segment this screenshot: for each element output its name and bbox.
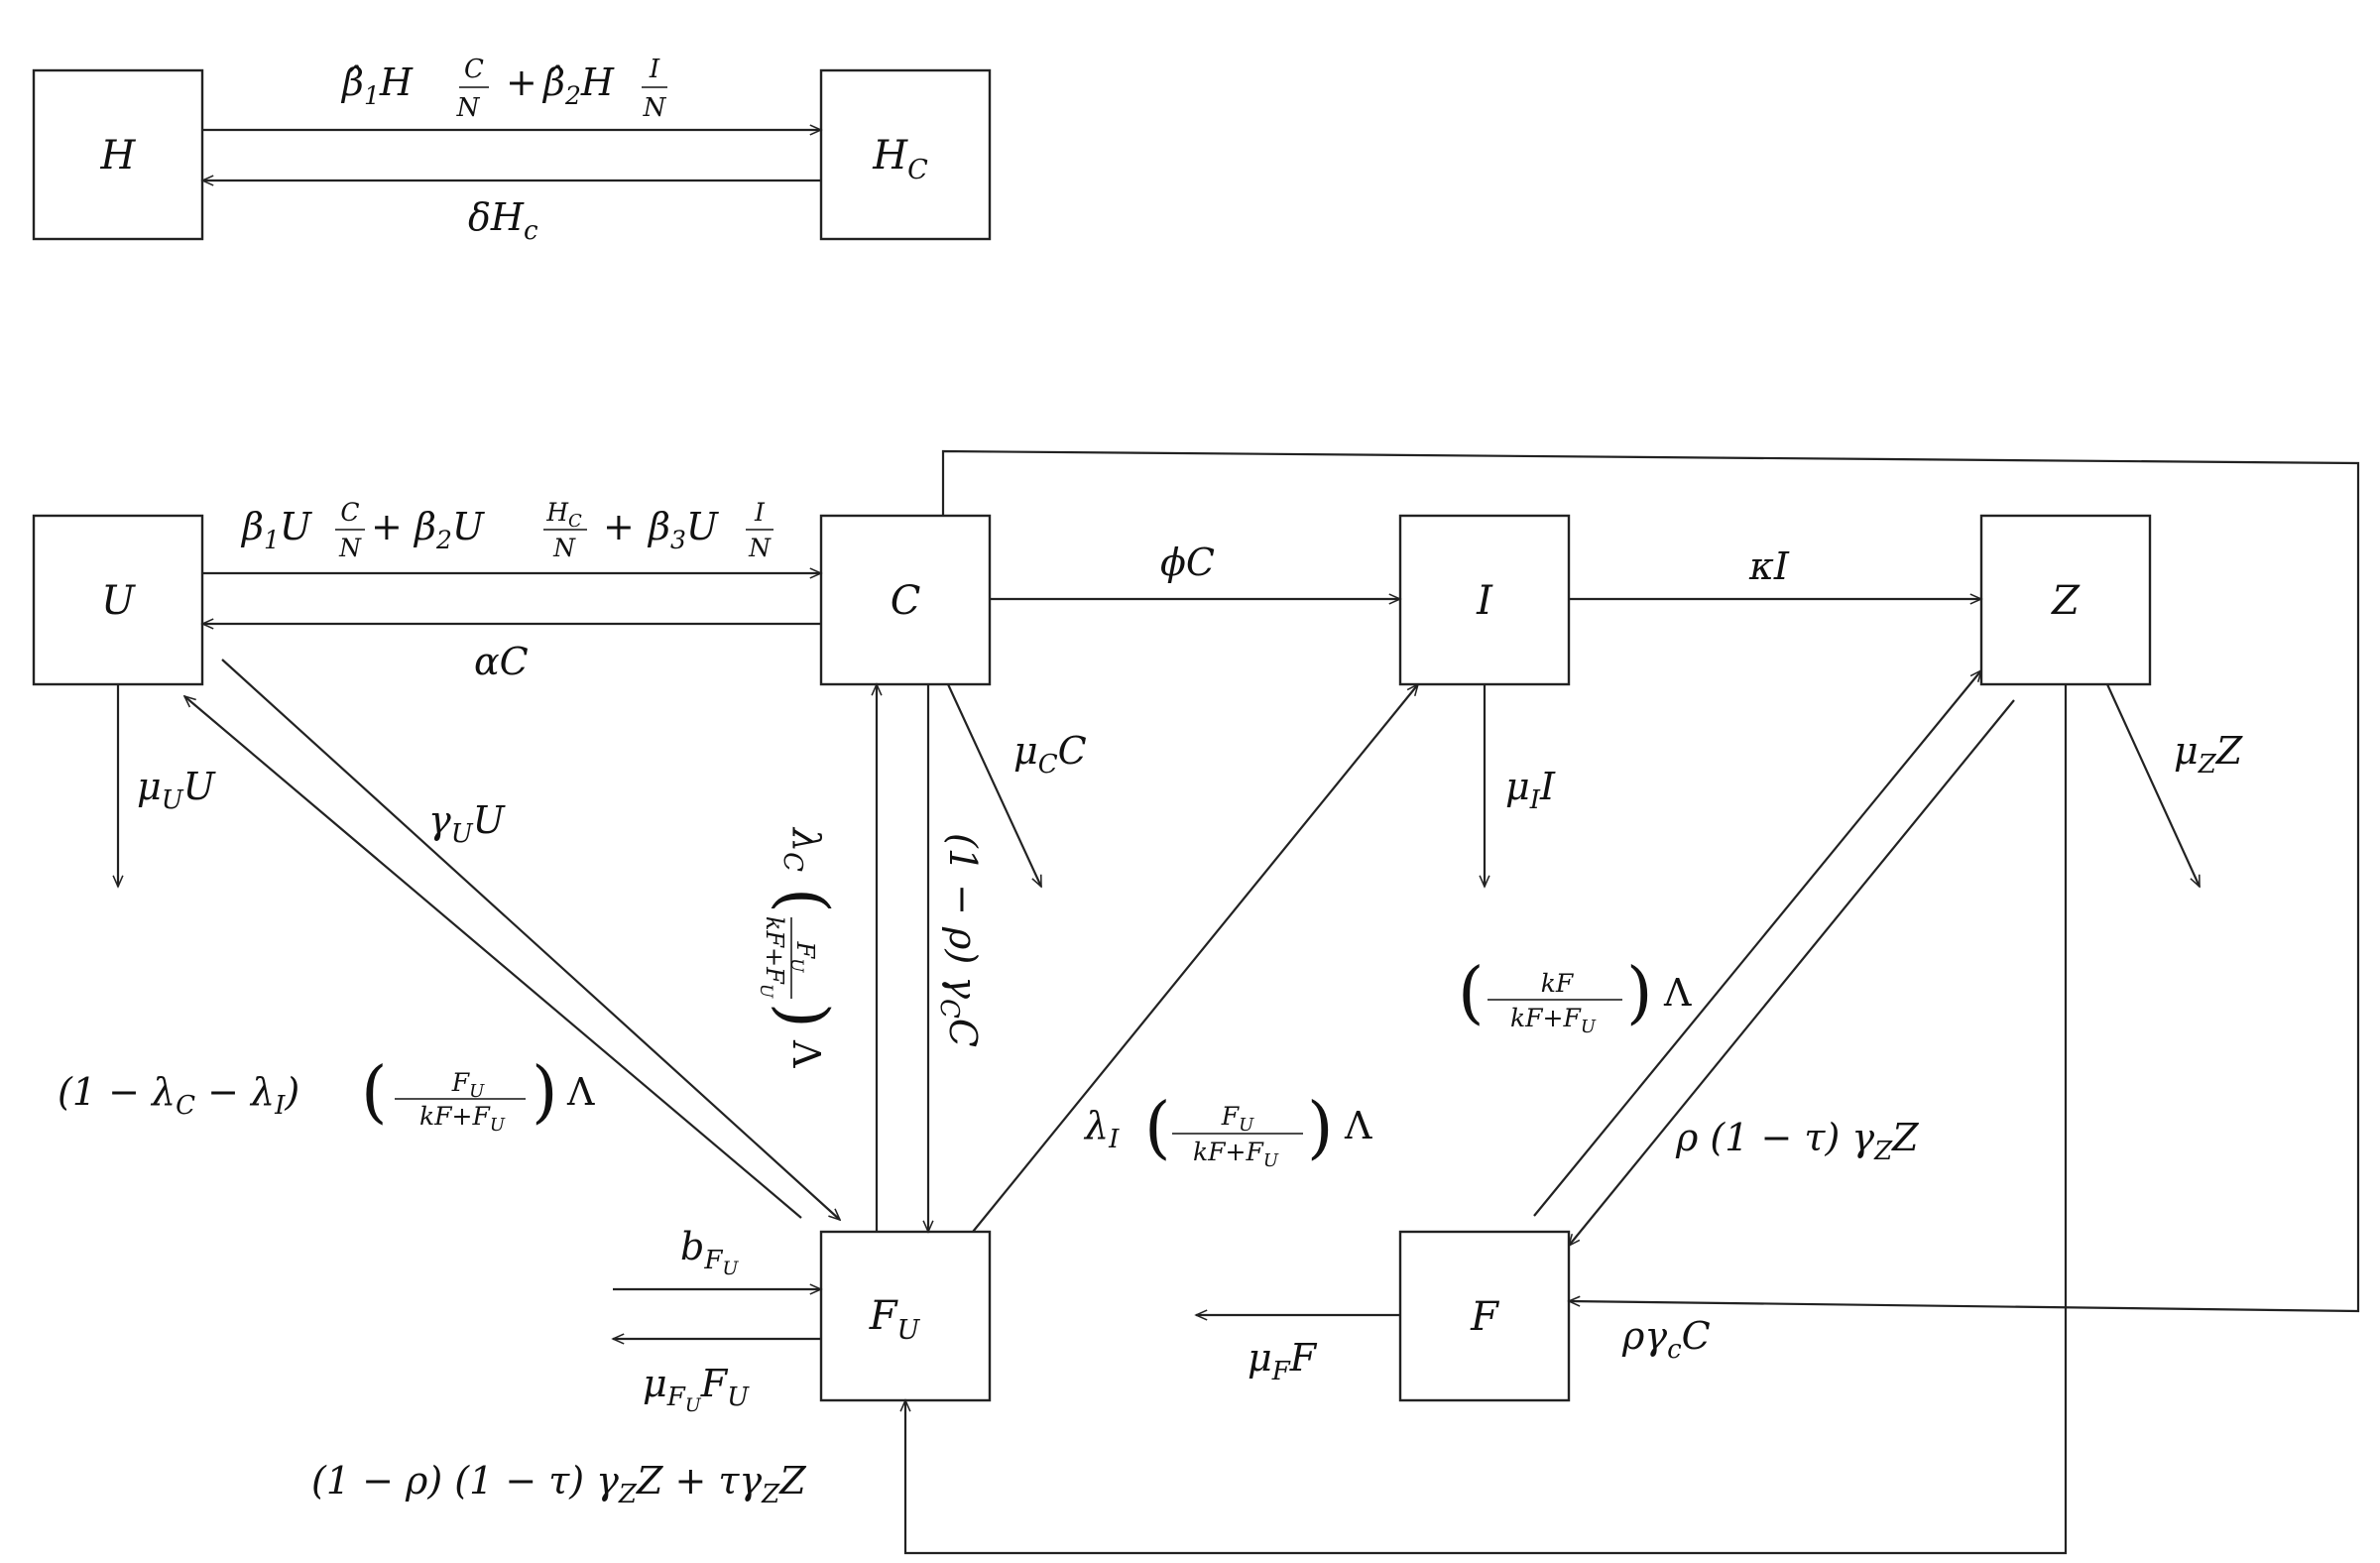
node-f-box <box>1398 1230 1571 1402</box>
edge-z-death <box>2105 683 2202 887</box>
edge-c-death <box>947 683 1042 887</box>
svg-text:Λ: Λ <box>784 1039 828 1068</box>
label-fu-to-u: (1 − λC − λI) <box>58 1070 299 1121</box>
edge-z-to-fu <box>905 684 2068 1555</box>
paren-close: ) <box>1307 1089 1334 1167</box>
label-h-to-hc-num-i: I <box>649 55 660 84</box>
paren-open: ( <box>1144 1089 1171 1167</box>
edge-u-to-fu <box>221 659 840 1220</box>
label-f-death: μFF <box>1248 1336 1318 1386</box>
frac-num: C <box>340 498 359 527</box>
node-f-label: F <box>1470 1294 1499 1340</box>
svg-text:(1 − ρ) γCC: (1 − ρ) γCC <box>934 833 985 1047</box>
paren-close: ) <box>532 1053 558 1132</box>
node-c-label: C <box>891 578 921 624</box>
node-hc-label: HC <box>872 133 928 185</box>
label-f-to-z-lambda: Λ <box>1663 971 1692 1015</box>
paren-open: ( <box>361 1053 388 1132</box>
node-hc-box <box>819 68 992 241</box>
label-c-death: μCC <box>1013 729 1087 780</box>
paren-open: ( <box>1458 954 1485 1032</box>
frac-den: kF+FU <box>1193 1138 1279 1171</box>
edge-f-to-z <box>1533 670 1981 1217</box>
label-c-to-i: ϕC <box>1160 541 1215 584</box>
label-fu-death: μFUFU <box>643 1362 750 1416</box>
svg-text:): ) <box>766 1003 842 1028</box>
frac-num: HC <box>545 498 582 532</box>
node-z-label: Z <box>2050 578 2081 624</box>
label-fu-to-c: λC ( FU kF+FU ) Λ <box>756 826 842 1068</box>
frac-den: N <box>338 534 362 562</box>
label-u-to-c: β1U + β2U + β3U <box>240 505 720 554</box>
node-h-label: H <box>100 133 137 179</box>
label-z-to-fu: (1 − ρ) (1 − τ) γZZ + τγZZ <box>311 1459 806 1509</box>
label-z-to-f: ρ (1 − τ) γZZ <box>1675 1116 1919 1166</box>
node-h-box <box>32 68 204 241</box>
frac-num: FU <box>1221 1102 1254 1136</box>
label-z-death: μZZ <box>2174 729 2243 780</box>
svg-text:(: ( <box>766 888 842 913</box>
node-c-box <box>819 514 992 686</box>
label-c-to-f: ργcC <box>1621 1314 1711 1365</box>
node-u-label: U <box>101 578 136 624</box>
frac-num: FU <box>451 1068 485 1102</box>
edge-fu-to-i <box>972 684 1418 1233</box>
lambda-symbol: Λ <box>1344 1104 1372 1147</box>
frac-num: kF <box>1541 969 1575 998</box>
label-hc-to-h: δHc <box>468 195 538 246</box>
label-i-to-z: κI <box>1748 544 1790 588</box>
frac-den: N <box>748 534 772 562</box>
frac-den: kF+FU <box>419 1102 506 1136</box>
edge-z-to-f <box>1569 699 2015 1246</box>
label-c-to-u: αC <box>474 640 529 683</box>
label-h-to-hc-num-c: C <box>464 55 484 84</box>
node-fu-label: FU <box>869 1293 921 1346</box>
node-i-label: I <box>1476 578 1493 624</box>
label-i-death: μII <box>1505 765 1556 815</box>
label-birth-fu: bFU <box>680 1225 739 1279</box>
label-u-death: μUU <box>137 765 217 815</box>
label-c-to-fu: (1 − ρ) γCC <box>934 833 985 1047</box>
edge-c-to-f <box>941 449 2360 1313</box>
edge-fu-to-u <box>184 696 802 1219</box>
frac-den: kF+FU <box>1510 1004 1597 1037</box>
frac-den: N <box>552 534 576 562</box>
label-h-to-hc: β̂1H N + β̂2H N <box>340 60 667 125</box>
frac-num: I <box>754 498 766 527</box>
svg-text:λC: λC <box>777 826 828 872</box>
paren-close: ) <box>1626 954 1653 1032</box>
label-fu-to-i: λI <box>1083 1104 1120 1154</box>
svg-text:kF+FU: kF+FU <box>756 916 788 999</box>
lambda-symbol: Λ <box>566 1070 595 1114</box>
label-u-to-fu: γUU <box>428 798 507 849</box>
